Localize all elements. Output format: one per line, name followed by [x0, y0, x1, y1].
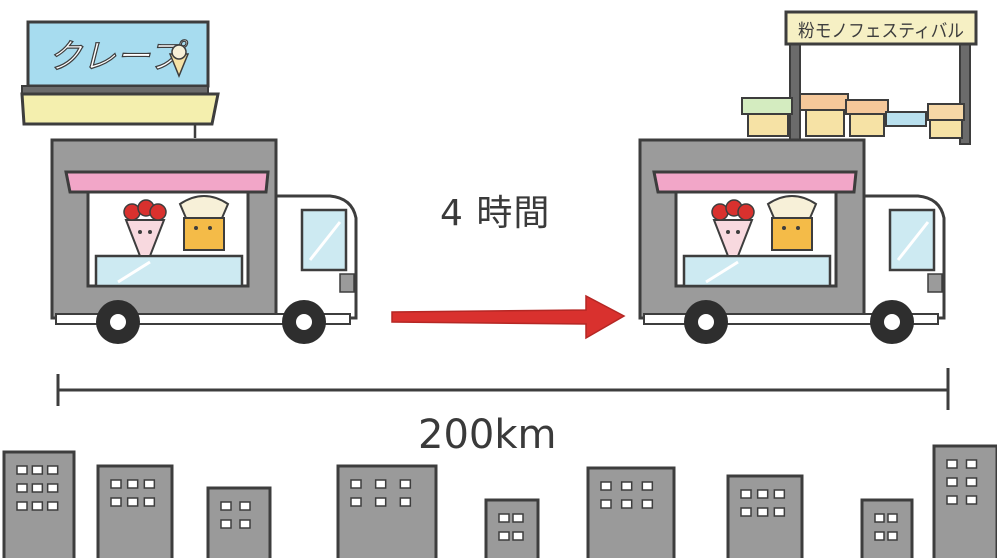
building-window: [756, 507, 769, 517]
building-window: [239, 501, 251, 511]
custard-crepe-character: [178, 195, 230, 251]
building-window: [143, 479, 156, 489]
building-window: [965, 459, 978, 469]
building-window: [756, 489, 769, 499]
building-window: [887, 531, 898, 541]
building: [586, 466, 676, 558]
building-window: [16, 465, 28, 475]
building-window: [600, 481, 612, 491]
building: [206, 486, 272, 558]
travel-time-label: 4 時間: [440, 193, 551, 234]
building-window: [374, 497, 387, 507]
building-window: [946, 495, 958, 505]
building-window: [965, 495, 978, 505]
crepe-sign-text: クレープ: [48, 37, 189, 77]
building-window: [874, 531, 885, 541]
building-window: [874, 513, 885, 523]
building: [96, 464, 174, 558]
crepe-shop-sign: クレープ: [20, 20, 220, 138]
building-window: [374, 479, 387, 489]
building-window: [887, 513, 898, 523]
building-window: [126, 479, 139, 489]
building-window: [16, 501, 28, 511]
city-skyline: [2, 444, 997, 558]
building-window: [46, 483, 59, 493]
building-window: [31, 483, 44, 493]
building-window: [31, 501, 44, 511]
festival-tents: [741, 93, 965, 139]
building-window: [965, 477, 978, 487]
building-window: [220, 501, 232, 511]
strawberry-crepe-character: [123, 199, 167, 257]
building-window: [946, 477, 958, 487]
building-window: [350, 497, 362, 507]
building-window: [512, 513, 524, 523]
building-window: [399, 497, 412, 507]
building-window: [512, 531, 524, 541]
building-window: [946, 459, 958, 469]
building-window: [740, 507, 752, 517]
building-window: [239, 519, 251, 529]
food-truck-left: [50, 138, 358, 344]
building-window: [498, 531, 510, 541]
building-window: [620, 499, 633, 509]
shop-awning: [20, 92, 220, 126]
building-window: [110, 497, 122, 507]
building-window: [46, 501, 59, 511]
building: [2, 450, 76, 558]
distance-label: 200km: [418, 412, 557, 458]
distance-line: [56, 368, 950, 410]
building-window: [740, 489, 752, 499]
strawberry-crepe-character: [711, 199, 755, 257]
building-window: [620, 481, 633, 491]
building: [726, 474, 804, 558]
building-window: [220, 519, 232, 529]
building-window: [31, 465, 44, 475]
building-window: [126, 497, 139, 507]
building-window: [46, 465, 59, 475]
building-window: [16, 483, 28, 493]
building-window: [498, 513, 510, 523]
festival-gate: 粉モノフェスティバル: [741, 10, 978, 145]
building-window: [110, 479, 122, 489]
building: [336, 464, 438, 558]
building-window: [600, 499, 612, 509]
custard-crepe-character: [766, 195, 818, 251]
crepe-icon: [168, 44, 190, 78]
building: [860, 498, 914, 558]
building-window: [143, 497, 156, 507]
building-window: [773, 507, 786, 517]
building-window: [399, 479, 412, 489]
building-window: [350, 479, 362, 489]
travel-arrow: [391, 294, 626, 340]
building: [932, 444, 997, 558]
building: [484, 498, 540, 558]
food-truck-right: [638, 138, 946, 344]
building-window: [641, 499, 654, 509]
building-window: [773, 489, 786, 499]
festival-sign-text: 粉モノフェスティバル: [798, 21, 964, 42]
building-window: [641, 481, 654, 491]
